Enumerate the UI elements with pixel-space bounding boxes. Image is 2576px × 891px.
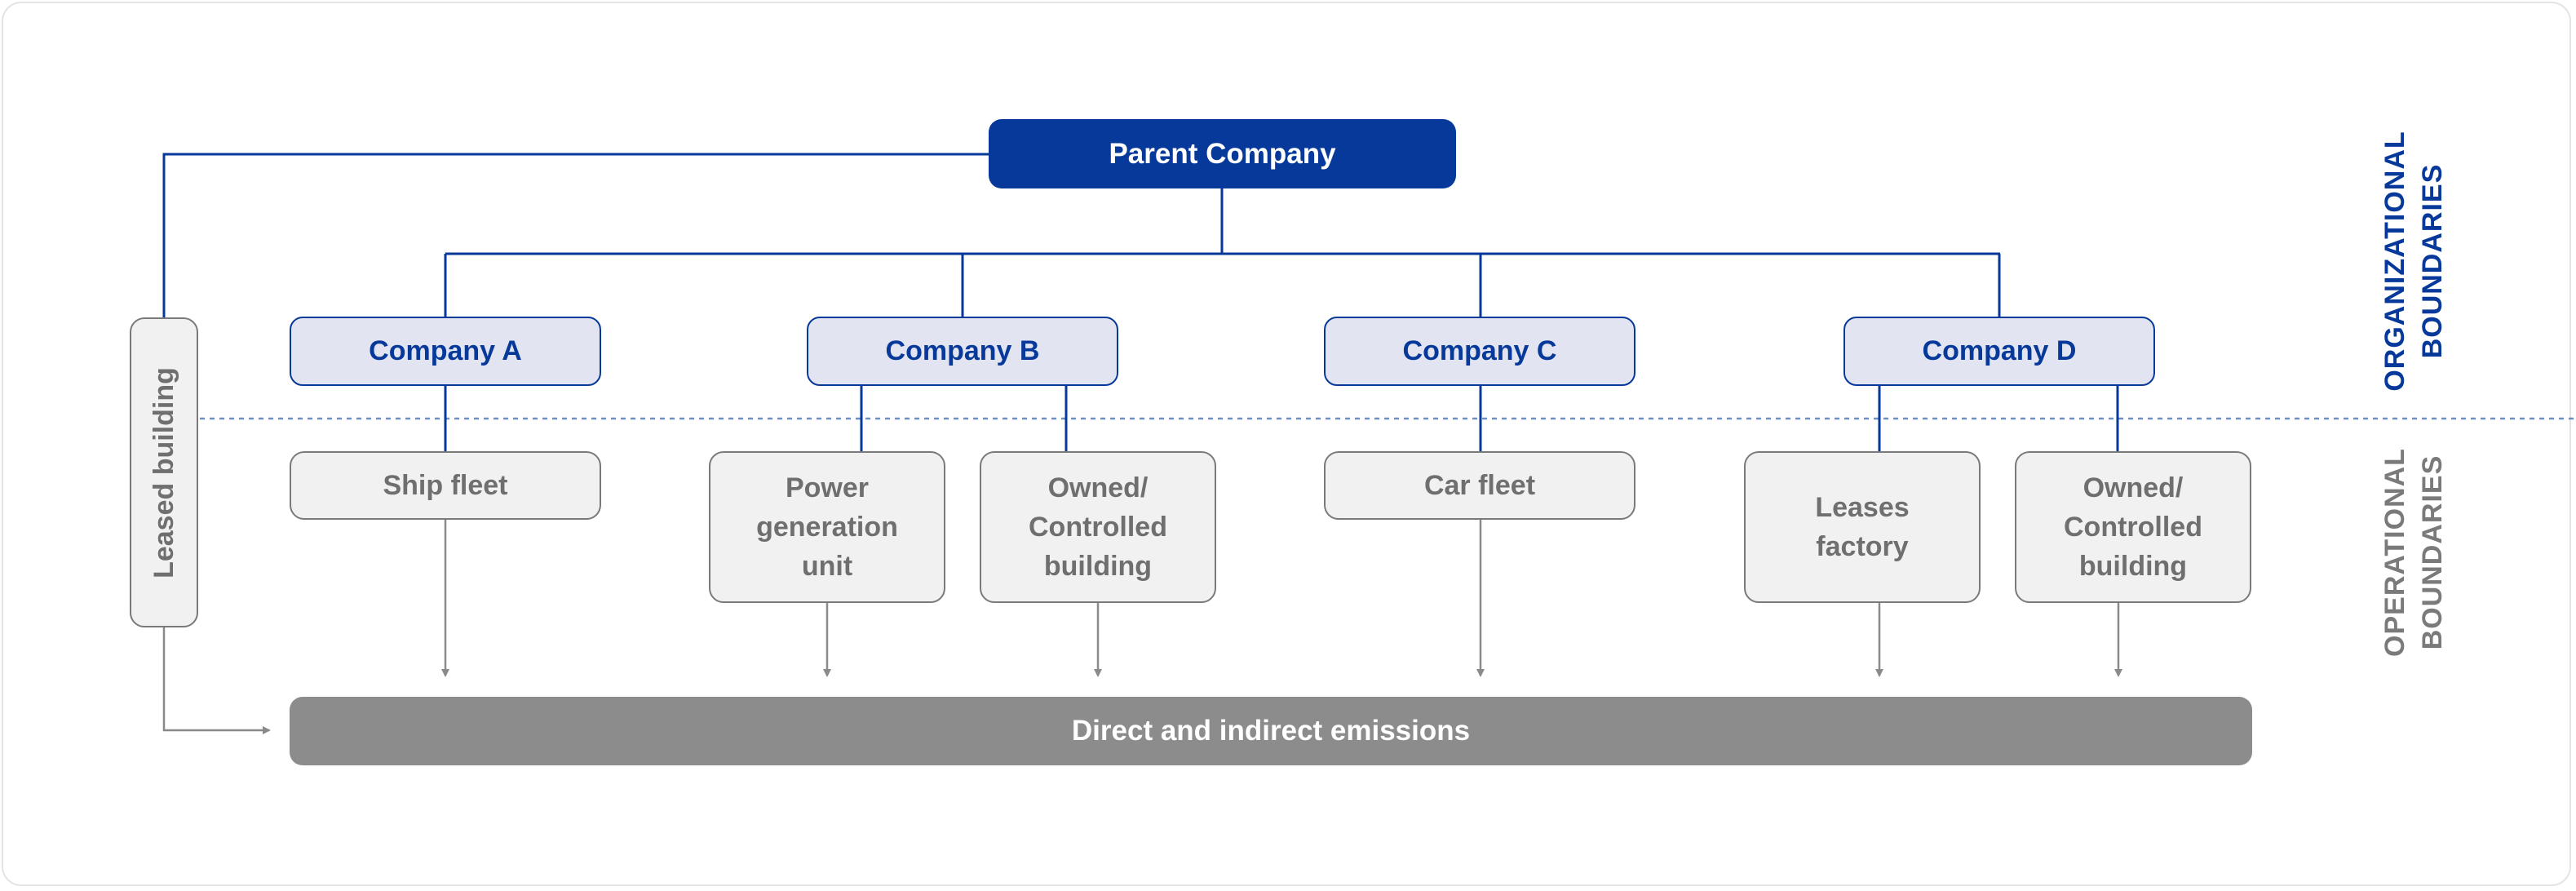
- asset-power-generation-unit: Power generation unit: [709, 451, 945, 603]
- company-b-box: Company B: [807, 317, 1118, 386]
- asset-label: Ship fleet: [383, 470, 508, 501]
- asset-owned-controlled-building-b: Owned/ Controlled building: [980, 451, 1216, 603]
- organizational-line2: BOUNDARIES: [2417, 163, 2448, 359]
- organizational-boundaries-label: ORGANIZATIONAL BOUNDARIES: [2373, 114, 2454, 408]
- company-d-label: Company D: [1922, 335, 2077, 366]
- company-a-label: Company A: [369, 335, 522, 366]
- asset-leases-factory: Leases factory: [1744, 451, 1981, 603]
- operational-line1: OPERATIONAL: [2379, 448, 2410, 657]
- company-c-box: Company C: [1324, 317, 1635, 386]
- asset-label: Power generation unit: [756, 472, 898, 582]
- parent-company-box: Parent Company: [989, 119, 1456, 188]
- operational-line2: BOUNDARIES: [2417, 454, 2448, 650]
- asset-label: Car fleet: [1423, 470, 1536, 501]
- operational-boundaries-label: OPERATIONAL BOUNDARIES: [2373, 406, 2454, 699]
- emissions-label: Direct and indirect emissions: [1071, 715, 1471, 747]
- asset-ship-fleet: Ship fleet: [290, 451, 601, 520]
- emission-arrows: [162, 519, 2122, 734]
- company-d-box: Company D: [1843, 317, 2155, 386]
- asset-label: Owned/ Controlled building: [1029, 472, 1167, 582]
- organizational-line1: ORGANIZATIONAL: [2379, 131, 2410, 392]
- leased-building-label: Leased building: [148, 366, 179, 578]
- asset-owned-controlled-building-d: Owned/ Controlled building: [2015, 451, 2251, 603]
- company-b-label: Company B: [885, 335, 1040, 366]
- parent-company-label: Parent Company: [1109, 137, 1336, 170]
- asset-label: Leases factory: [1815, 492, 1910, 562]
- asset-label: Owned/ Controlled building: [2064, 472, 2202, 582]
- company-c-label: Company C: [1402, 335, 1557, 366]
- emissions-bar: Direct and indirect emissions: [290, 697, 2252, 765]
- asset-car-fleet: Car fleet: [1324, 451, 1635, 520]
- org-connectors: [162, 153, 2119, 451]
- leased-building-box: Leased building: [130, 317, 198, 627]
- company-a-box: Company A: [290, 317, 601, 386]
